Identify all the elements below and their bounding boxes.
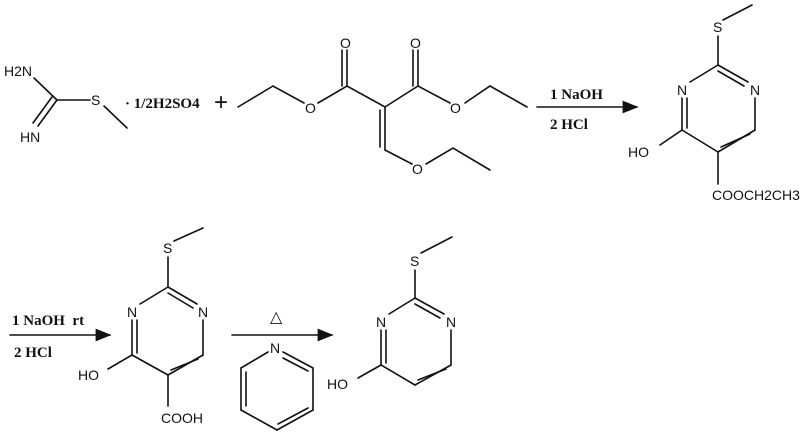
heat-symbol: △ [270, 309, 283, 326]
hydroxyl-label: HO [78, 367, 99, 383]
imine-label: HN [20, 129, 40, 145]
acid-label: COOH [161, 410, 203, 426]
ethyl-ester-pyrimidine: S N N HO COOCH2CH3 [628, 4, 800, 203]
amine-label: H2N [4, 63, 32, 79]
nitrogen-label: N [677, 82, 687, 98]
reagent-label: 2 HCl [14, 345, 52, 361]
s-methylisothiourea: H2N S HN · 1/2H2SO4 [4, 63, 200, 145]
sulfur-label: S [713, 19, 722, 35]
hydroxyl-label: HO [628, 144, 649, 160]
reagent-label: 2 HCl [550, 117, 588, 133]
nitrogen-label: N [127, 304, 137, 320]
ester-label: COOCH2CH3 [712, 187, 800, 203]
sulfur-label: S [163, 240, 172, 256]
nitrogen-label: N [270, 340, 280, 356]
oxygen-label: O [450, 100, 461, 116]
nitrogen-label: N [376, 314, 386, 330]
reaction-arrow-3: △ N [231, 309, 334, 431]
plus-sign: + [214, 89, 228, 116]
reagent-label: 1 NaOH rt [12, 313, 84, 329]
oxygen-label: O [410, 35, 421, 51]
oxygen-label: O [412, 161, 423, 177]
hydroxy-methylthio-pyrimidine: S N N HO [327, 236, 456, 392]
diethyl-ethoxymethylenemalonate: O O O O O [237, 35, 528, 177]
hydroxyl-label: HO [327, 376, 348, 392]
nitrogen-label: N [198, 304, 208, 320]
pyridine: N [240, 340, 314, 431]
carboxylic-acid-pyrimidine: S N N HO COOH [78, 227, 208, 426]
oxygen-label: O [340, 35, 351, 51]
reagent-label: 1 NaOH [550, 87, 603, 103]
nitrogen-label: N [446, 314, 456, 330]
salt-label: · 1/2H2SO4 [125, 96, 200, 112]
oxygen-label: O [305, 100, 316, 116]
sulfur-label: S [91, 92, 100, 108]
nitrogen-label: N [750, 82, 760, 98]
reaction-arrow-2: 1 NaOH rt 2 HCl [9, 313, 112, 361]
reaction-arrow-1: 1 NaOH 2 HCl [536, 87, 639, 133]
sulfur-label: S [410, 253, 419, 269]
